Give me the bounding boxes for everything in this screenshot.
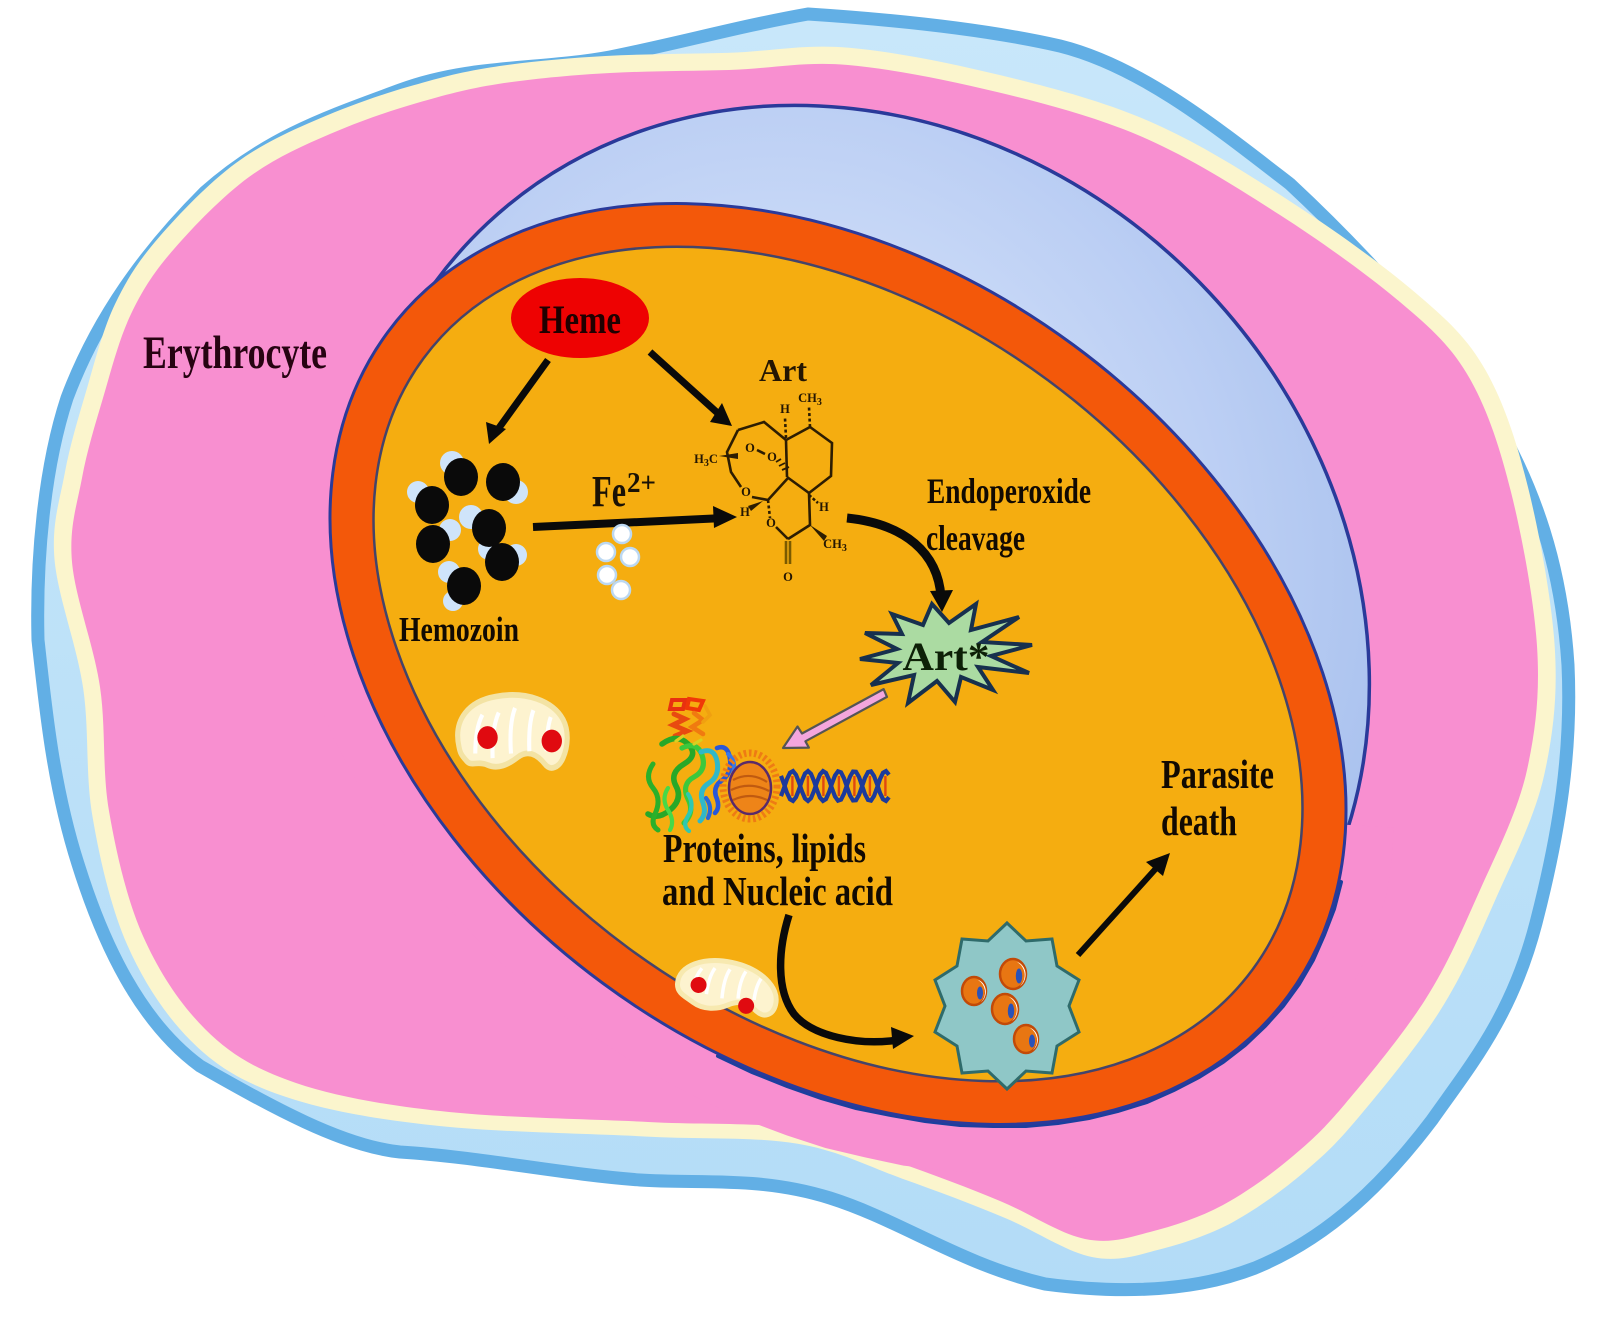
svg-text:Endoperoxide: Endoperoxide xyxy=(927,471,1091,511)
svg-text:death: death xyxy=(1161,798,1237,844)
svg-text:H: H xyxy=(819,500,829,514)
svg-text:Proteins, lipids: Proteins, lipids xyxy=(663,825,866,871)
svg-text:H: H xyxy=(780,402,790,416)
svg-text:H: H xyxy=(740,505,750,519)
svg-text:H3C: H3C xyxy=(694,452,718,469)
svg-text:Art*: Art* xyxy=(903,634,990,679)
svg-text:Erythrocyte: Erythrocyte xyxy=(143,327,327,379)
svg-text:Parasite: Parasite xyxy=(1161,751,1274,797)
svg-text:O: O xyxy=(783,570,793,584)
svg-text:CH3: CH3 xyxy=(798,391,822,408)
svg-text:O: O xyxy=(767,450,777,464)
svg-text:O: O xyxy=(766,516,776,530)
svg-text:Art: Art xyxy=(759,352,807,388)
svg-text:Hemozoin: Hemozoin xyxy=(399,610,519,649)
svg-text:Fe: Fe xyxy=(592,467,626,516)
svg-text:2+: 2+ xyxy=(627,468,656,499)
svg-text:and Nucleic acid: and Nucleic acid xyxy=(662,868,893,914)
svg-text:O: O xyxy=(741,485,751,499)
svg-text:Heme: Heme xyxy=(539,297,621,342)
svg-text:cleavage: cleavage xyxy=(926,518,1025,558)
svg-text:O: O xyxy=(745,441,755,455)
svg-text:CH3: CH3 xyxy=(823,537,847,554)
